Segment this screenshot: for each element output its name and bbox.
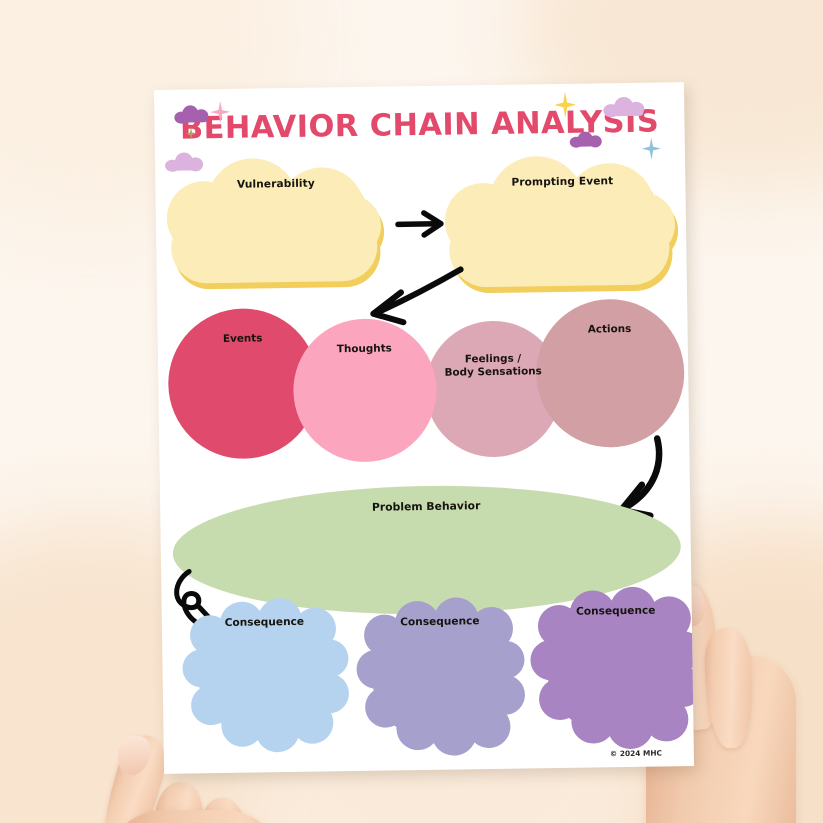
feelings-label-line1: Feelings / [464,352,522,366]
circle-thoughts[interactable] [292,317,438,463]
consequence-1-label: Consequence [224,615,305,629]
arrow-prompting-to-thoughts-icon [370,266,464,326]
right-index-finger [702,626,756,750]
consequence-2-label: Consequence [400,615,480,629]
worksheet-sheet[interactable]: BEHAVIOR CHAIN ANALYSIS [153,82,695,774]
consequence-3-label: Consequence [575,604,656,618]
page-title: BEHAVIOR CHAIN ANALYSIS [179,104,660,147]
circle-thoughts-label: Thoughts [336,342,392,356]
cloud-prompting-event[interactable]: Prompting Event [443,152,683,311]
left-ring-finger [198,796,252,823]
feelings-label-line2: Body Sensations [444,364,542,379]
left-index-finger [93,730,173,823]
cloud-prompting-event-body [440,146,680,305]
copyright-notice: © 2024 MHC [609,748,662,759]
left-palm [104,810,284,823]
left-middle-finger [145,779,207,823]
left-index-fingernail [112,730,156,779]
circle-actions-label: Actions [587,322,632,336]
arrow-vulnerability-to-prompting-icon [395,210,444,238]
circle-feelings-body-sensations-label: Feelings / Body Sensations [425,352,561,379]
